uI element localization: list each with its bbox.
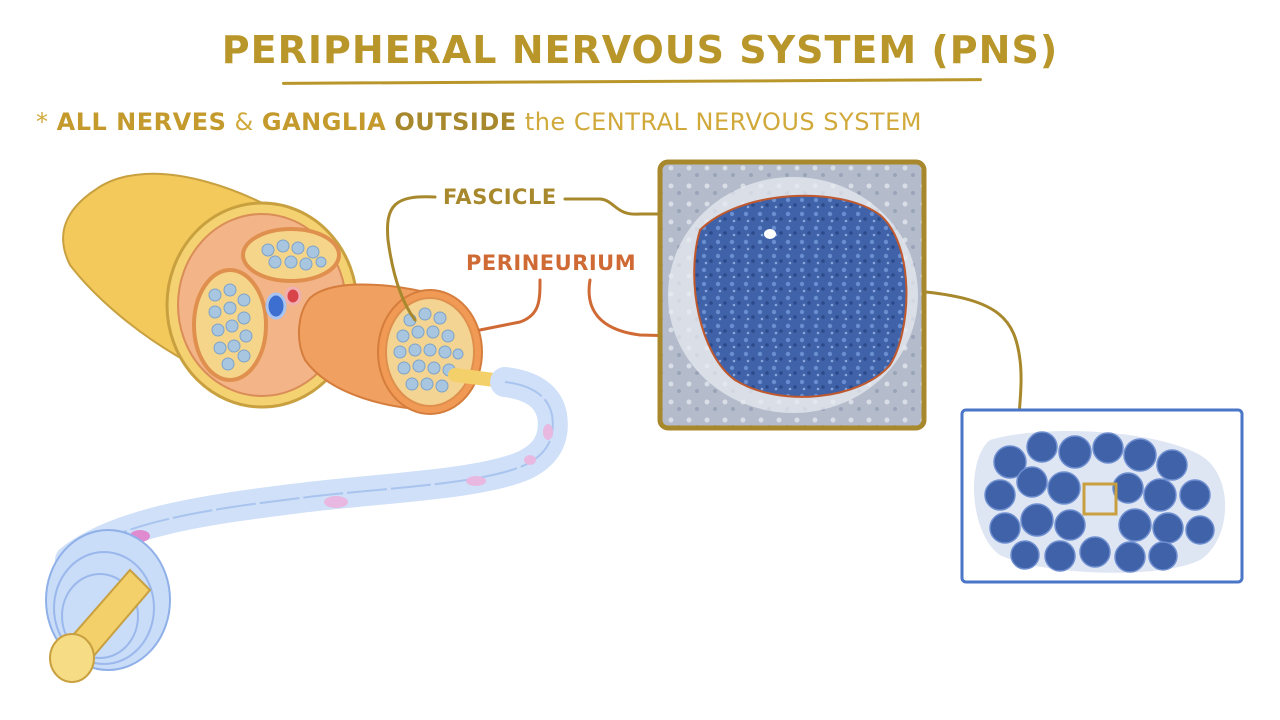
subtitle-ampersand: &	[234, 108, 254, 136]
fascicle-cross-sections	[192, 227, 341, 382]
subtitle-cns: CENTRAL NERVOUS SYSTEM	[573, 108, 922, 136]
subtitle-outside: OUTSIDE	[394, 108, 517, 136]
nerve-micrograph	[960, 408, 1244, 584]
subtitle: * ALL NERVES & GANGLIA OUTSIDE the CENTR…	[36, 108, 922, 136]
subtitle-bullet: *	[36, 108, 49, 136]
fascicle-illustration	[298, 283, 483, 415]
subtitle-ganglia: GANGLIA	[261, 108, 387, 136]
subtitle-nerves: ALL NERVES	[56, 108, 227, 136]
subtitle-the: the	[524, 108, 566, 136]
perineurium-label: PERINEURIUM	[466, 251, 637, 275]
axon-illustration	[45, 367, 568, 683]
fascicle-micrograph	[657, 159, 927, 431]
page-title: PERIPHERAL NERVOUS SYSTEM (PNS)	[221, 28, 1059, 72]
nerve-bundle	[62, 172, 359, 409]
fascicle-label: FASCICLE	[443, 185, 557, 209]
blood-vessels	[265, 286, 302, 320]
